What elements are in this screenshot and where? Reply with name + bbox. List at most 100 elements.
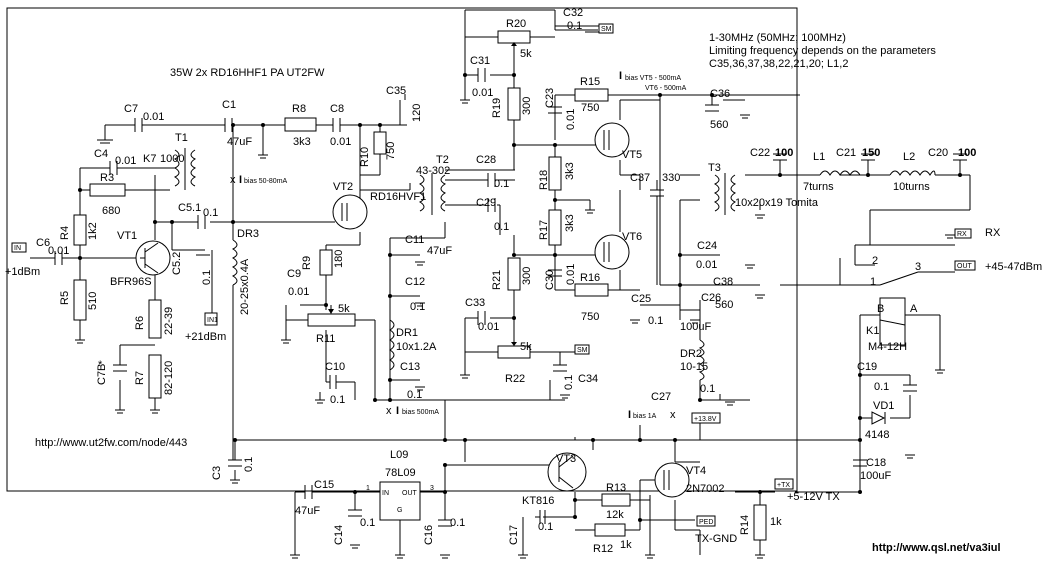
note-ibias-vt5: bias VT5 - 500mA — [625, 75, 681, 82]
svg-text:C5.2: C5.2 — [171, 252, 183, 275]
svg-text:R15: R15 — [580, 76, 600, 88]
port-in1 — [204, 312, 218, 326]
note-freq-line2: Limiting frequency depends on the parame… — [709, 45, 936, 57]
svg-text:VT4: VT4 — [686, 465, 706, 477]
resistor-r3 — [89, 183, 126, 197]
component-labels: R20 5k C32 0.1 C31 0.01 R19 300 C23 0.01… — [36, 7, 976, 555]
resistor-r16 — [574, 283, 609, 297]
svg-text:L2: L2 — [903, 151, 915, 163]
svg-text:0.1: 0.1 — [538, 521, 553, 533]
grounds — [75, 94, 955, 559]
svg-text:1: 1 — [366, 485, 370, 492]
resistor-r8 — [284, 117, 317, 132]
svg-text:RD16HVF1: RD16HVF1 — [370, 191, 426, 203]
note-ibias-500: bias 500mA — [402, 409, 439, 416]
svg-text:+13.8V: +13.8V — [694, 416, 717, 423]
relay-k1-coil — [879, 297, 906, 346]
svg-text:0.01: 0.01 — [478, 321, 499, 333]
inductor-dr3 — [231, 239, 238, 286]
note-ibias-1a: bias 1A — [633, 413, 657, 420]
resistor-r7 — [148, 354, 162, 399]
svg-text:0.1: 0.1 — [648, 315, 663, 327]
svg-text:C11: C11 — [405, 234, 424, 246]
svg-text:BFR96S: BFR96S — [110, 276, 152, 288]
port-13-8v — [691, 412, 721, 424]
svg-text:+TX: +TX — [777, 482, 790, 489]
svg-text:R20: R20 — [506, 18, 526, 30]
svg-text:R11: R11 — [316, 333, 335, 345]
svg-text:C4: C4 — [94, 148, 108, 160]
svg-text:T3: T3 — [708, 162, 721, 174]
svg-text:0.1: 0.1 — [330, 394, 345, 406]
resistor-r4 — [73, 214, 87, 246]
svg-text:82-120: 82-120 — [163, 361, 175, 395]
svg-text:DR1: DR1 — [396, 327, 418, 339]
svg-text:VT1: VT1 — [117, 230, 137, 242]
label-in-level: +1dBm — [5, 266, 40, 278]
note-freq-line3: C35,36,37,38,22,21,20; L1,2 — [709, 58, 848, 70]
schematic-title: 35W 2x RD16HHF1 PA UT2FW — [170, 67, 325, 79]
svg-text:0.01: 0.01 — [115, 155, 136, 167]
svg-text:C26: C26 — [701, 292, 721, 304]
svg-text:L1: L1 — [813, 151, 825, 163]
svg-text:C8: C8 — [330, 103, 344, 115]
svg-text:SM: SM — [577, 347, 588, 354]
resistor-r13 — [601, 493, 631, 507]
resistor-r17 — [548, 209, 562, 246]
svg-text:C19: C19 — [857, 361, 877, 373]
svg-text:0.1: 0.1 — [201, 270, 213, 285]
svg-text:3k3: 3k3 — [564, 162, 576, 180]
port-sm-bottom — [574, 344, 590, 355]
svg-text:VD1: VD1 — [873, 400, 894, 412]
svg-text:VT5: VT5 — [622, 149, 642, 161]
svg-text:R10: R10 — [359, 147, 371, 167]
svg-text:C23: C23 — [544, 88, 556, 108]
svg-text:PED: PED — [699, 519, 713, 526]
svg-text:300: 300 — [521, 267, 533, 285]
resistor-r6 — [148, 299, 162, 339]
port-rx — [954, 228, 972, 239]
note-ibias-vt6: VT6 - 500mA — [645, 85, 687, 92]
svg-text:0.1: 0.1 — [243, 457, 255, 472]
label-out-level: +45-47dBm — [985, 261, 1042, 273]
junctions — [78, 73, 962, 522]
svg-text:7turns: 7turns — [803, 181, 834, 193]
svg-text:R8: R8 — [292, 103, 306, 115]
svg-text:C29: C29 — [476, 197, 496, 209]
svg-text:1: 1 — [870, 276, 876, 288]
svg-text:10x1.2A: 10x1.2A — [396, 341, 437, 353]
svg-text:0.01: 0.01 — [48, 245, 69, 257]
svg-text:5k: 5k — [520, 48, 532, 60]
svg-text:100: 100 — [775, 147, 793, 159]
svg-text:43-302: 43-302 — [416, 165, 450, 177]
svg-text:180: 180 — [333, 250, 345, 268]
svg-text:C18: C18 — [866, 457, 886, 469]
svg-text:C21: C21 — [836, 147, 856, 159]
svg-text:R4: R4 — [59, 226, 71, 240]
resistor-r18 — [548, 156, 562, 191]
svg-text:C5.1: C5.1 — [178, 202, 201, 214]
svg-text:4148: 4148 — [865, 429, 889, 441]
svg-text:100: 100 — [958, 147, 976, 159]
inductor-l1 — [819, 170, 861, 176]
resistor-r15 — [574, 88, 609, 102]
svg-text:330: 330 — [662, 172, 680, 184]
svg-text:0.1: 0.1 — [360, 517, 375, 529]
svg-text:T2: T2 — [436, 154, 449, 166]
port-ped — [696, 515, 716, 527]
svg-text:*: * — [98, 359, 103, 371]
svg-text:C25: C25 — [631, 293, 651, 305]
svg-text:3k3: 3k3 — [293, 136, 311, 148]
svg-text:R21: R21 — [491, 270, 503, 290]
svg-text:78L09: 78L09 — [385, 467, 416, 479]
transistor-vt2 — [332, 194, 368, 230]
svg-text:C1: C1 — [222, 99, 236, 111]
svg-text:10-15: 10-15 — [680, 361, 708, 373]
inductor-l2 — [889, 170, 936, 176]
svg-text:RX: RX — [957, 231, 967, 238]
ibias-i-letter: I — [396, 405, 399, 417]
svg-text:C32: C32 — [563, 7, 583, 19]
svg-text:C34: C34 — [578, 373, 598, 385]
svg-text:680: 680 — [102, 205, 120, 217]
svg-text:C12: C12 — [405, 276, 425, 288]
